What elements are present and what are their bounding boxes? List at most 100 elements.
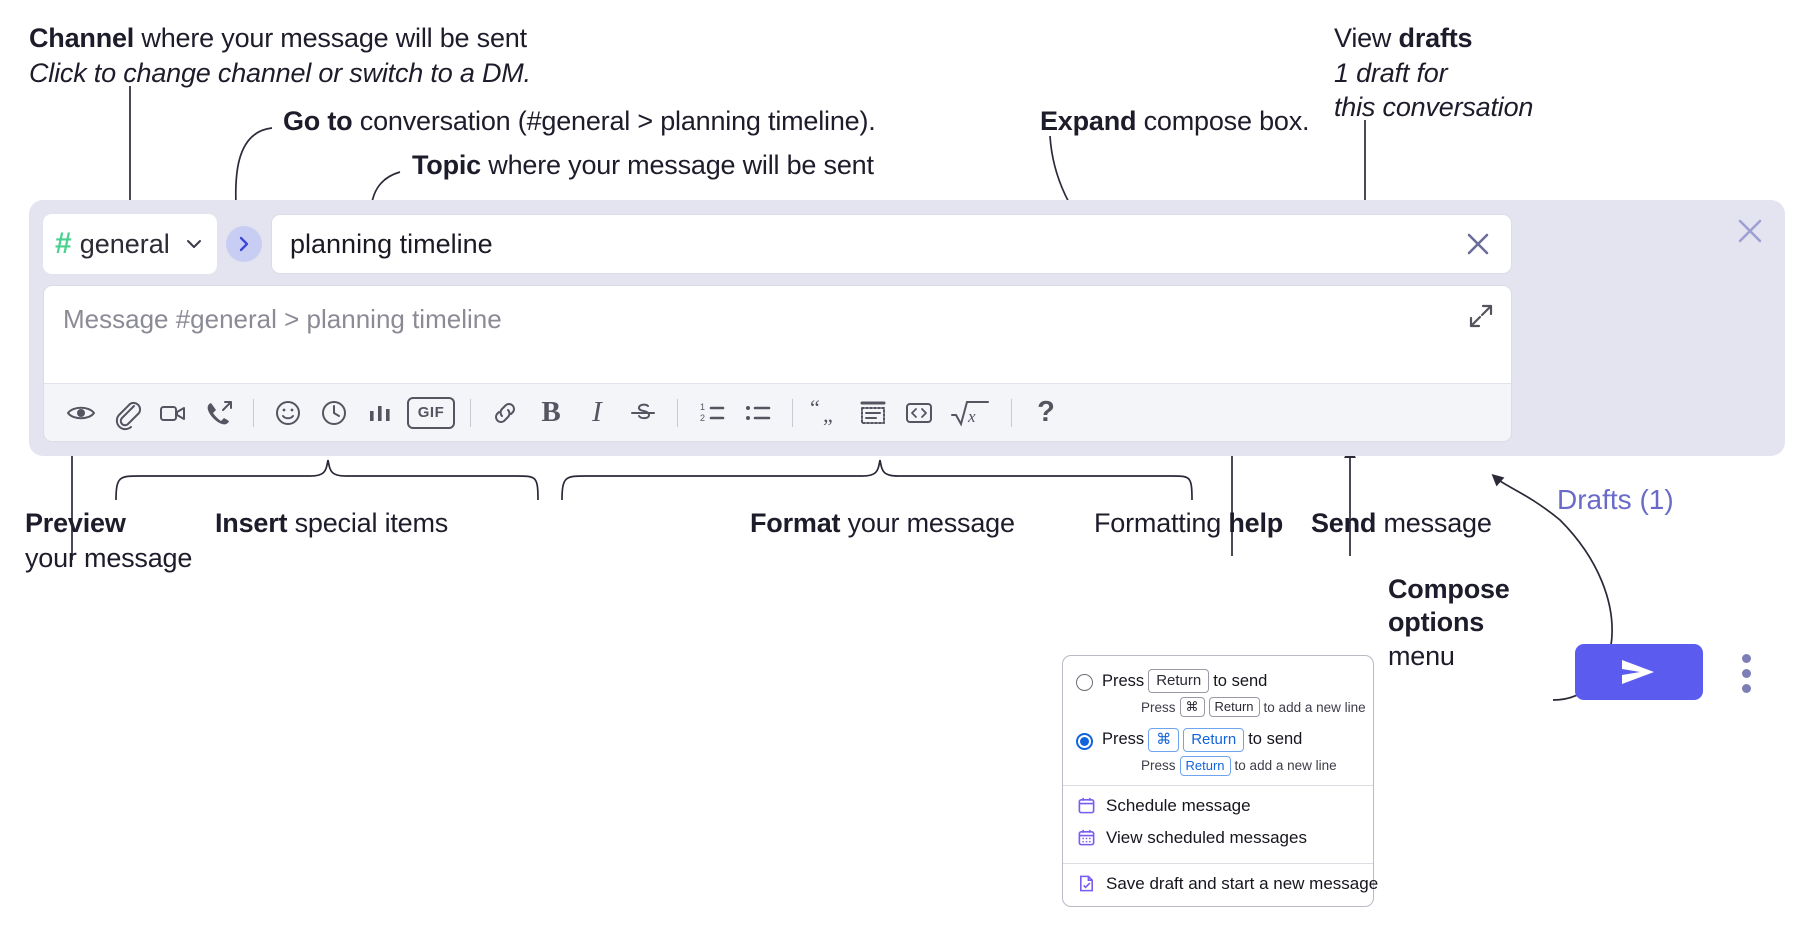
gif-label: GIF [407,396,455,429]
menu-item-view-scheduled-messages[interactable]: View scheduled messages [1063,822,1373,854]
chevron-right-icon [239,236,249,252]
topic-input[interactable]: planning timeline [271,214,1512,274]
label-text: Press [1102,671,1145,690]
annotation-format: Format your message [750,508,1015,539]
message-input-area[interactable]: Message #general > planning timeline GIF… [43,285,1512,442]
annotation-topic-rest: where your message will be sent [481,150,874,180]
blockquote-icon[interactable]: “„ [804,390,850,436]
help-icon[interactable]: ? [1023,390,1069,436]
expand-compose-icon[interactable] [1467,302,1495,330]
send-icon [1622,660,1654,684]
annotation-channel-bold: Channel [29,23,135,53]
annotation-drafts-bold: drafts [1398,23,1473,53]
clear-topic-icon[interactable] [1463,229,1493,259]
compose-box: # general planning timeline Message #gen… [29,200,1785,700]
separator-3 [677,398,678,427]
inline-code-icon[interactable] [896,390,942,436]
menu-item-label: Schedule message [1106,795,1251,815]
kebab-dot [1741,683,1751,693]
annotation-insert-bold: Insert [215,508,288,538]
annotation-format-bold: Format [750,508,841,538]
drafts-link[interactable]: Drafts (1) [1557,484,1674,515]
gif-icon[interactable]: GIF [403,390,459,436]
menu-item-schedule-message[interactable]: Schedule message [1063,790,1373,822]
annotation-help: Formatting help [1094,508,1283,539]
kebab-dot [1741,653,1751,663]
annotation-insert: Insert special items [215,508,448,539]
label-text: Press [1141,758,1176,774]
annotation-send: Send message [1311,508,1492,539]
annotation-format-rest: your message [840,508,1015,538]
italic-icon[interactable]: I [574,390,620,436]
menu-divider [1063,862,1373,864]
annotation-help-pre: Formatting [1094,508,1229,538]
annotation-compose-options-bold2: options [1388,607,1485,638]
close-icon[interactable] [1735,216,1765,246]
annotation-channel: Channel where your message will be sent … [29,23,531,90]
separator-2 [470,398,471,427]
annotation-channel-sub: Click to change channel or switch to a D… [29,58,531,89]
radio-button[interactable] [1076,732,1093,750]
label-text: Press [1102,730,1145,749]
save-draft-icon [1077,874,1096,893]
key-cap: Return [1148,669,1210,694]
go-to-conversation-button[interactable] [226,226,262,262]
annotation-expand-bold: Expand [1040,106,1137,136]
key-cap: Return [1179,756,1231,776]
separator-4 [792,398,793,427]
code-block-icon[interactable] [850,390,896,436]
audio-call-icon[interactable] [196,390,242,436]
separator-1 [253,398,254,427]
schedule-icon[interactable] [311,390,357,436]
send-button[interactable] [1575,644,1703,700]
annotation-send-bold: Send [1311,508,1377,538]
separator-5 [1011,398,1012,427]
annotation-goto: Go to conversation (#general > planning … [283,106,876,137]
preview-icon[interactable] [58,390,104,436]
annotation-goto-bold: Go to [283,106,353,136]
emoji-icon[interactable] [265,390,311,436]
label-text: to send [1248,730,1303,749]
italic-label: I [592,396,602,428]
annotation-goto-rest: conversation (#general > planning timeli… [352,106,876,136]
strikethrough-icon[interactable] [620,390,666,436]
annotation-expand-rest: compose box. [1136,106,1310,136]
video-icon[interactable] [150,390,196,436]
label-text: to add a new line [1234,758,1337,774]
key-cap: Return [1208,697,1260,717]
attachment-icon[interactable] [104,390,150,436]
calendar-grid-icon [1077,828,1096,847]
annotation-preview-rest: your message [25,543,193,574]
key-cap: ⌘ [1179,697,1205,717]
hash-icon: # [55,227,72,260]
poll-icon[interactable] [357,390,403,436]
radio-button[interactable] [1076,674,1093,691]
annotation-drafts: View drafts 1 draft for this conversatio… [1334,23,1533,123]
annotation-compose-options-bold1: Compose [1388,574,1510,604]
compose-options-button[interactable] [1729,652,1763,694]
message-placeholder: Message #general > planning timeline [63,304,502,334]
bullet-list-icon[interactable] [735,390,781,436]
help-label: ? [1037,396,1055,428]
bold-icon[interactable]: B [528,390,574,436]
channel-selector[interactable]: # general [43,214,217,274]
bold-label: B [541,396,561,428]
key-cap: Return [1183,727,1245,753]
annotation-preview: Preview your message [25,508,192,575]
annotation-drafts-pre: View [1334,23,1399,53]
menu-item-save-draft-and-start-a-new-message[interactable]: Save draft and start a new message [1063,868,1378,900]
label-text: Press [1141,699,1176,715]
calendar-icon [1077,796,1096,815]
svg-text:x: x [967,407,976,426]
link-icon[interactable] [482,390,528,436]
math-icon[interactable]: x [942,390,1000,436]
